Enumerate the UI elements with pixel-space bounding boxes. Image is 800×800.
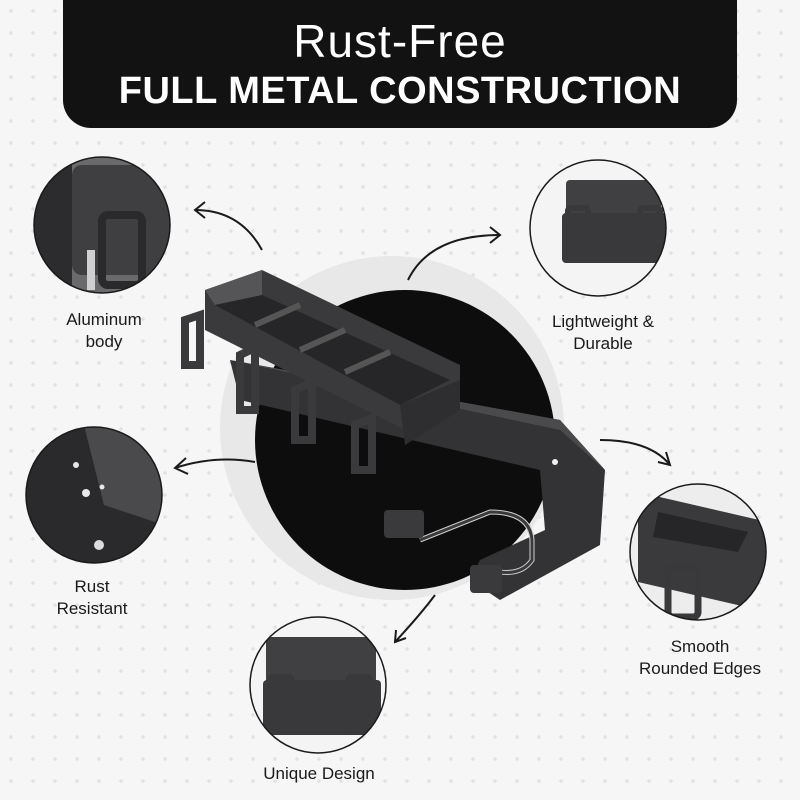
thumb-aluminum-body — [33, 156, 171, 294]
feature-label-line2: Rounded Edges — [639, 659, 761, 678]
callout-arrows — [173, 201, 672, 644]
thumb-unique-design — [249, 616, 387, 754]
mounting-plate — [230, 360, 605, 600]
banner-title: Rust-Free — [293, 15, 507, 67]
feature-label-smooth: Smooth Rounded Edges — [612, 636, 788, 680]
feature-label-line1: Smooth — [670, 637, 730, 656]
feature-label-aluminum: Aluminum body — [30, 309, 178, 353]
feature-label-line2: Durable — [573, 334, 633, 353]
feature-label-line1: Unique Design — [263, 764, 375, 783]
thumb-lightweight-durable — [529, 159, 667, 297]
organizer-box — [181, 270, 460, 474]
banner-subtitle: FULL METAL CONSTRUCTION — [118, 70, 682, 112]
thumb-rust-resistant — [25, 426, 163, 564]
feature-label-line1: Rust — [74, 577, 110, 596]
feature-label-rust: Rust Resistant — [20, 576, 164, 620]
feature-label-lightweight: Lightweight & Durable — [520, 311, 686, 355]
feature-label-line1: Lightweight & — [551, 312, 655, 331]
feature-label-line2: body — [85, 332, 123, 351]
thumb-smooth-rounded-edges — [629, 483, 767, 621]
feature-label-line1: Aluminum — [66, 310, 142, 329]
header-banner: Rust-Free FULL METAL CONSTRUCTION — [63, 0, 737, 128]
feature-label-line2: Resistant — [56, 599, 128, 618]
feature-label-unique: Unique Design — [234, 763, 404, 785]
